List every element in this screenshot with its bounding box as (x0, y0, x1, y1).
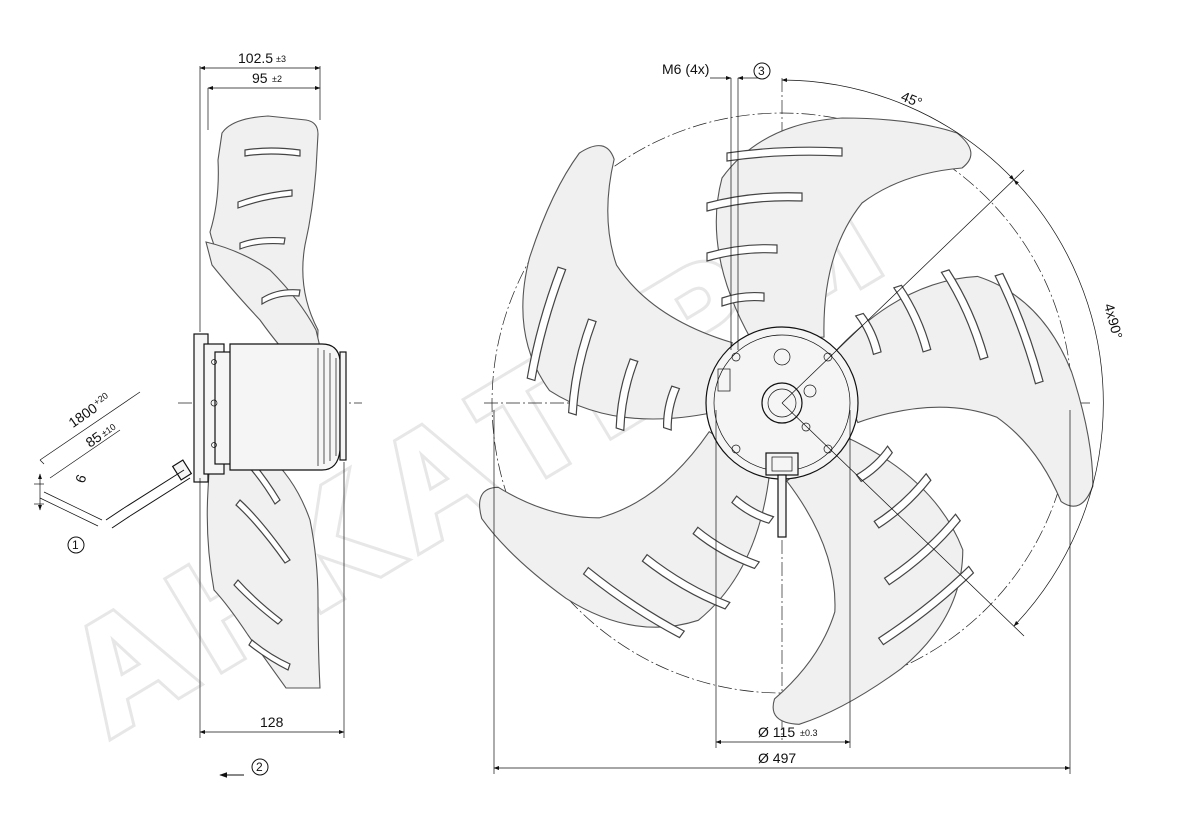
label-angle-offset: 45° (899, 88, 925, 111)
svg-text:3: 3 (758, 64, 765, 78)
cable-dimensions (34, 391, 141, 527)
callout-1: 1 (67, 536, 85, 554)
motor-fins (317, 348, 337, 466)
dim-blade-depth-tol: ±2 (272, 74, 282, 84)
dim-blade-depth: 95 (252, 70, 268, 86)
cable-exit (765, 452, 799, 476)
svg-text:2: 2 (256, 760, 263, 774)
dim-motor-depth: 128 (260, 714, 284, 730)
dim-cable-strip-tol: ±10 (100, 422, 118, 439)
front-blade (522, 145, 733, 420)
callout-3: 3 (753, 62, 771, 80)
motor-body (229, 343, 341, 471)
front-blade (772, 434, 964, 725)
dim-overall-depth: 102.5 (238, 50, 273, 66)
blade-slots (526, 146, 1044, 646)
dim-fan-diameter: Ø 497 (758, 750, 796, 766)
callout-2: 2 (251, 758, 269, 776)
label-mount-thread: M6 (4x) (662, 61, 709, 77)
dim-wire-strip: 6 (72, 472, 90, 485)
dim-hub-diameter-tol: ±0.3 (800, 728, 817, 738)
label-angle-pattern: 4x90° (1101, 302, 1126, 341)
cable-gland (105, 459, 193, 529)
side-view (34, 66, 362, 778)
dim-overall-depth-tol: ±3 (276, 54, 286, 64)
front-blade (479, 430, 771, 628)
front-blades (479, 117, 1094, 725)
side-blade-lower (206, 408, 321, 689)
dim-hub-diameter: Ø 115 (758, 724, 795, 740)
svg-text:1: 1 (72, 538, 79, 552)
front-view (479, 76, 1104, 774)
